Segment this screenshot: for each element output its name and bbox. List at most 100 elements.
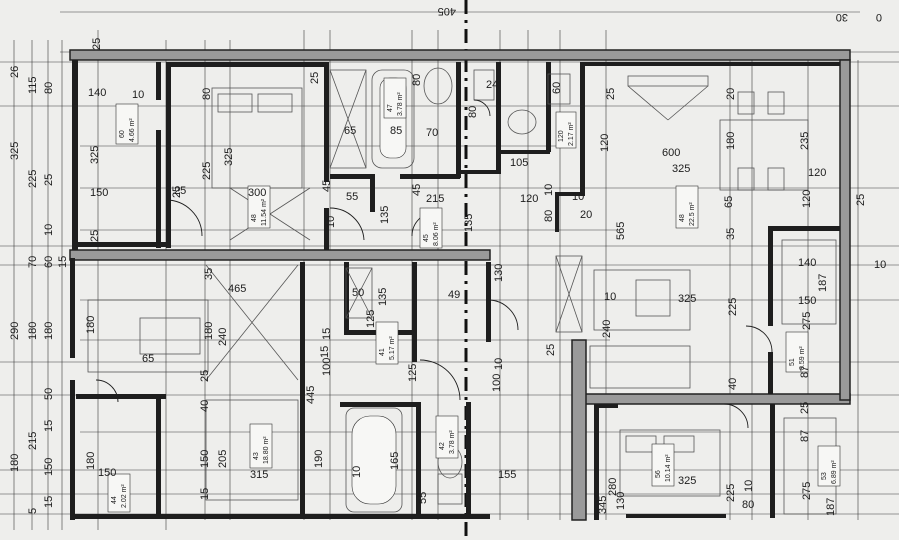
dim-label: 15 (199, 488, 211, 500)
door-swings (95, 99, 773, 429)
dim-label: 0 (876, 11, 882, 23)
dim-label: 15 (57, 256, 69, 268)
dim-label: 65 (142, 353, 154, 365)
dim-label: 40 (199, 400, 211, 412)
dim-label: 205 (217, 450, 229, 468)
dim-label: 10 (351, 466, 363, 478)
room-number: 56 (655, 470, 662, 478)
dim-label: 275 (801, 482, 813, 500)
dim-label: 80 (742, 499, 754, 511)
room-number: 120 (558, 130, 565, 142)
dim-label: 150 (798, 295, 816, 307)
dim-label: 26 (9, 66, 21, 78)
dim-label: 275 (801, 312, 813, 330)
dim-label: 180 (27, 322, 39, 340)
room-area: 22.5 m² (689, 202, 696, 226)
room-number: 43 (253, 452, 260, 460)
dim-label: 10 (543, 184, 555, 196)
dim-label: 140 (798, 257, 816, 269)
dim-label: 49 (448, 289, 460, 301)
dim-label: 10 (132, 89, 144, 101)
dim-label: 565 (615, 222, 627, 240)
dim-label: 10 (43, 224, 55, 236)
room-tag: 45 8.06 m² (419, 207, 443, 249)
dim-label: 10 (604, 291, 616, 303)
dim-label: 325 (223, 148, 235, 166)
dim-label: 25 (855, 194, 867, 206)
room-tag: 120 2.17 m² (555, 111, 577, 149)
dim-label: 35 (203, 268, 215, 280)
room-tag: 42 3.78 m² (435, 415, 459, 459)
dim-label: 120 (801, 190, 813, 208)
interior-walls (70, 60, 840, 520)
dim-label: 80 (201, 88, 213, 100)
room-area: 2.02 m² (121, 484, 128, 508)
dim-label: 600 (662, 147, 680, 159)
dim-label: 24 (486, 79, 498, 91)
room-tag: 41 5.17 m² (375, 321, 399, 365)
dim-label: 10 (493, 358, 505, 370)
dim-label: 25 (199, 370, 211, 382)
dim-label: 280 (607, 478, 619, 496)
dim-label: 50 (43, 388, 55, 400)
dim-label: 135 (379, 206, 391, 224)
room-tag: 48 22.5 m² (675, 185, 699, 229)
dim-label: 87 (799, 430, 811, 442)
dim-label: 105 (510, 157, 528, 169)
dim-label: 180 (9, 454, 21, 472)
dim-label: 100 (491, 374, 503, 392)
dim-label: 30 (836, 11, 848, 23)
room-number: 47 (387, 104, 394, 112)
dim-label: 87 (799, 366, 811, 378)
room-area: 10.14 m² (665, 454, 672, 482)
dim-label: 325 (89, 146, 101, 164)
dim-label: 70 (27, 256, 39, 268)
dim-label: 190 (313, 450, 325, 468)
room-tag: 48 11.54 m² (247, 185, 271, 229)
room-tag: 47 3.78 m² (383, 77, 407, 119)
dim-label: 125 (365, 310, 377, 328)
dim-label: 290 (9, 322, 21, 340)
dim-label: 115 (27, 76, 39, 94)
room-number: 42 (439, 442, 446, 450)
dim-label: 225 (201, 162, 213, 180)
dim-label: 150 (43, 458, 55, 476)
left-dimensions: 26 115 80 325 225 25 10 70 60 15 290 180… (9, 66, 69, 514)
dim-label: 25 (545, 344, 557, 356)
room-area: 2.17 m² (568, 122, 575, 146)
dim-label: 80 (43, 82, 55, 94)
room-tag: 51 8.59 m² (785, 331, 809, 373)
dim-label: 120 (808, 167, 826, 179)
dim-label: 180 (85, 452, 97, 470)
dim-label: 65 (344, 125, 356, 137)
dim-label: 55 (346, 191, 358, 203)
dim-label: 15 (319, 346, 331, 358)
dim-label: 155 (498, 469, 516, 481)
dim-label: 325 (9, 142, 21, 160)
dim-label: 240 (217, 328, 229, 346)
room-number: 44 (111, 496, 118, 504)
dim-label: 25 (605, 88, 617, 100)
dim-label: 405 (438, 5, 456, 17)
dim-label: 25 (174, 185, 186, 197)
dim-label: 445 (305, 386, 317, 404)
dim-label: 215 (27, 432, 39, 450)
dim-label: 60 (43, 256, 55, 268)
dim-label: 25 (799, 402, 811, 414)
dim-label: 180 (43, 322, 55, 340)
dim-label: 215 (426, 193, 444, 205)
dim-label: 50 (352, 287, 364, 299)
dim-label: 180 (203, 322, 215, 340)
room-tag: 53 6.89 m² (817, 445, 841, 487)
dim-label: 120 (599, 134, 611, 152)
dim-label: 15 (321, 328, 333, 340)
room-number: 51 (789, 358, 796, 366)
dim-label: 120 (520, 193, 538, 205)
dim-label: 150 (98, 467, 116, 479)
room-number: 53 (821, 472, 828, 480)
dim-label: 55 (417, 492, 429, 504)
dim-label: 85 (390, 125, 402, 137)
dim-label: 325 (678, 475, 696, 487)
